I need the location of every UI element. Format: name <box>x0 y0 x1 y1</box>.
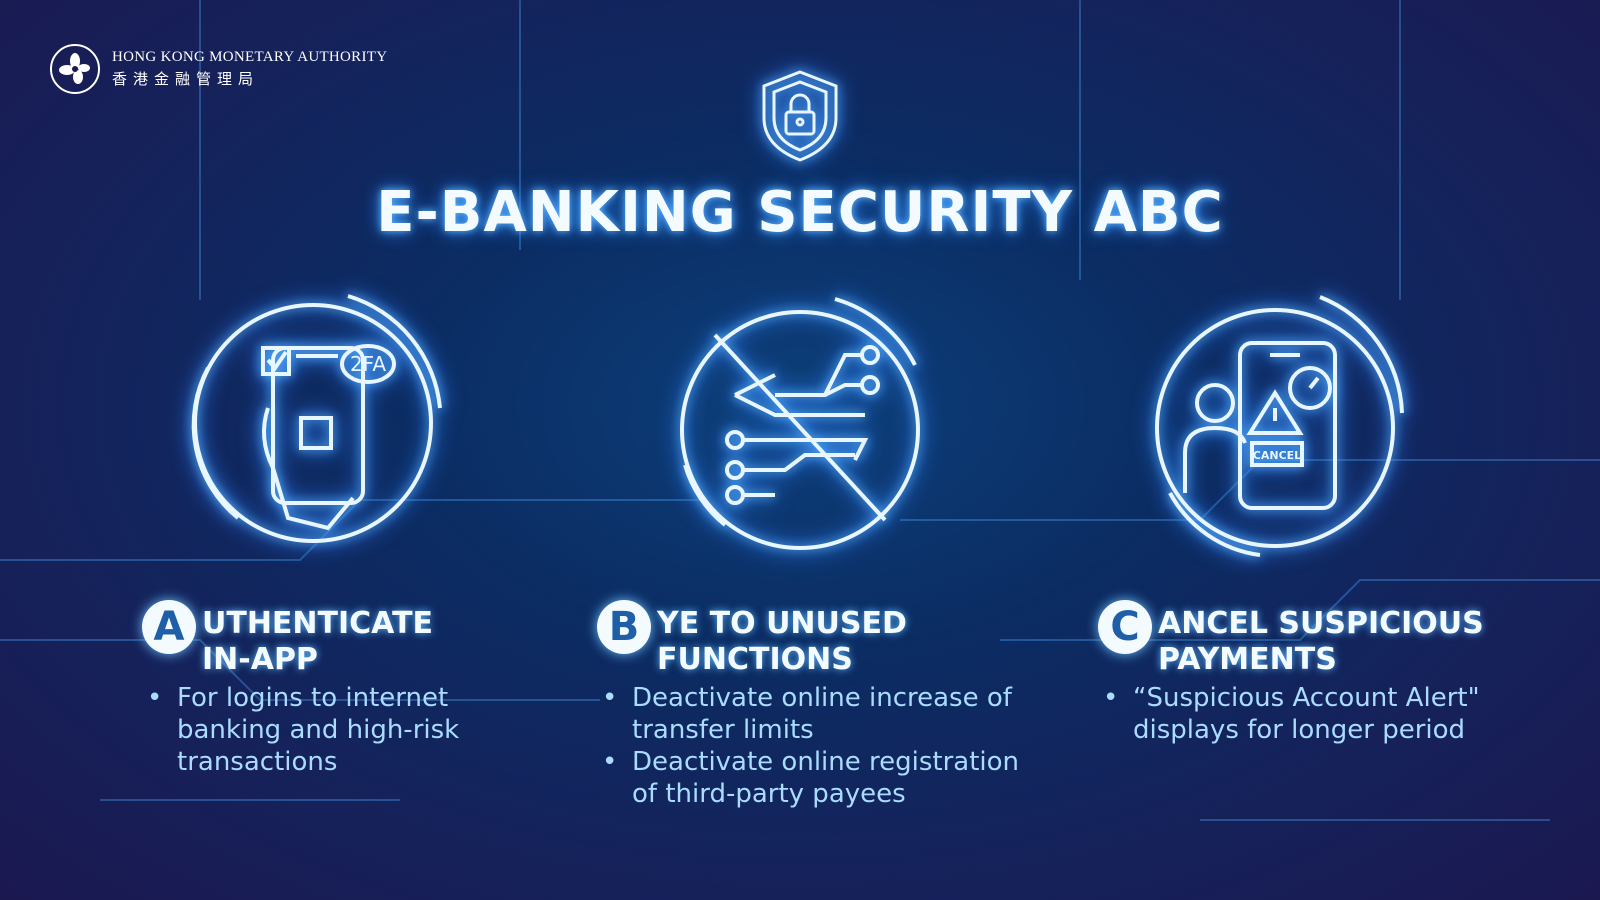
svg-text:CANCEL: CANCEL <box>1253 449 1301 462</box>
section-heading: IN-APP <box>202 642 318 677</box>
svg-text:2FA: 2FA <box>350 352 386 376</box>
bullet-item: “Suspicious Account Alert" displays for … <box>1103 682 1483 746</box>
page-title: E-BANKING SECURITY ABC <box>376 180 1224 245</box>
section-heading: ANCEL SUSPICIOUS <box>1158 606 1484 641</box>
bullet-item: Deactivate online registration of third-… <box>602 746 1022 810</box>
hkma-logo: HONG KONG MONETARY AUTHORITY 香港金融管理局 <box>50 44 387 94</box>
section-heading: YE TO UNUSED <box>657 606 907 641</box>
bullet-item: Deactivate online increase of transfer l… <box>602 682 1022 746</box>
cancel-alert-icon: CANCEL <box>1155 295 1404 557</box>
logo-name-en: HONG KONG MONETARY AUTHORITY <box>112 49 388 65</box>
bullet-item: For logins to internet banking and high-… <box>147 682 467 778</box>
section-heading: UTHENTICATE <box>202 606 434 641</box>
disabled-circuit-icon <box>680 297 920 550</box>
section-heading: FUNCTIONS <box>657 642 853 677</box>
bauhinia-icon <box>50 44 100 94</box>
logo-name-zh: 香港金融管理局 <box>112 70 260 88</box>
shield-lock-icon <box>762 70 838 162</box>
phone-2fa-icon: 2FA <box>191 294 442 543</box>
section-letter: C <box>1098 600 1152 654</box>
section-letter: A <box>142 600 196 654</box>
section-letter: B <box>597 600 651 654</box>
section-heading: PAYMENTS <box>1158 642 1337 677</box>
